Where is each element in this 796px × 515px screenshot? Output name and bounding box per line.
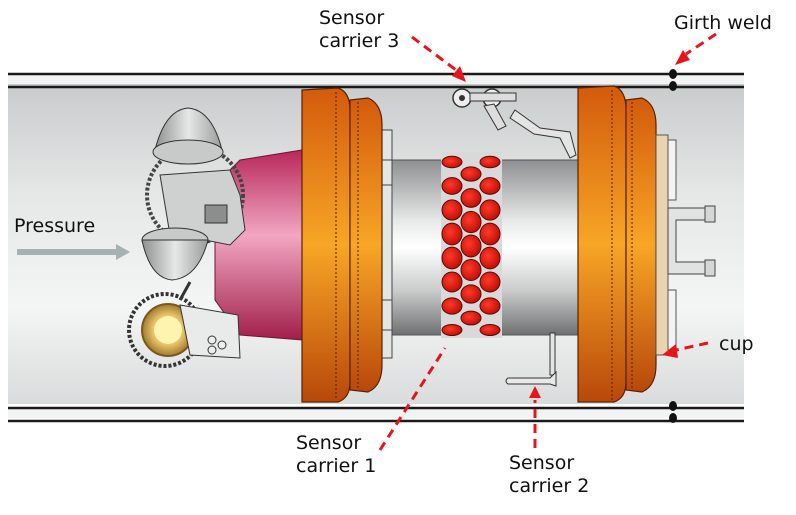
sensor-carrier-3 [452,88,577,159]
sensor-pad [479,297,501,315]
cup-rear [577,85,716,403]
pointer-sensor-carrier-3 [411,35,466,82]
sensor-pad [441,177,463,195]
sensor-pad [479,155,501,169]
label-cup: cup [719,333,754,355]
pointer-cup [662,341,709,358]
sensor-pad [441,271,463,293]
sensor-ring [441,152,502,338]
pipe-wall-bottom [8,408,744,418]
sensor-pad [460,258,482,282]
sensor-pad [441,324,463,336]
label-sensor-carrier-2: Sensor carrier 2 [509,452,590,497]
girth-weld-bottom [669,401,677,423]
pointer-sensor-carrier-2 [529,386,541,448]
cup-front [301,87,383,403]
sensor-pad [460,234,482,258]
sensor-pad [479,199,501,221]
sensor-pad [479,271,501,293]
pointer-sensor-carrier-1 [378,347,447,451]
label-pressure: Pressure [14,215,96,237]
front-module [141,107,246,281]
label-sensor-carrier-1: Sensor carrier 1 [296,432,377,477]
sensor-pad [460,188,482,208]
sensor-pad [441,155,463,169]
sensor-pad [479,324,501,336]
sensor-carrier-2 [505,332,557,387]
sensor-pad [460,284,482,304]
pressure-arrow [17,244,130,260]
sensor-pad [460,310,482,326]
sensor-pad [441,246,463,270]
girth-weld-top [669,69,677,91]
label-girth-weld: Girth weld [674,12,772,34]
pipe-wall-top [8,74,744,84]
sensor-pad [441,297,463,315]
odometer-wheel [127,281,241,368]
sensor-pad [479,246,501,270]
sensor-pad [460,210,482,234]
sensor-pad [479,177,501,195]
sensor-pad [479,222,501,246]
pointer-girth-weld [675,32,717,65]
label-sensor-carrier-3: Sensor carrier 3 [319,7,400,52]
sensor-pad [460,166,482,182]
sensor-pad [441,199,463,221]
sensor-pad [441,222,463,246]
